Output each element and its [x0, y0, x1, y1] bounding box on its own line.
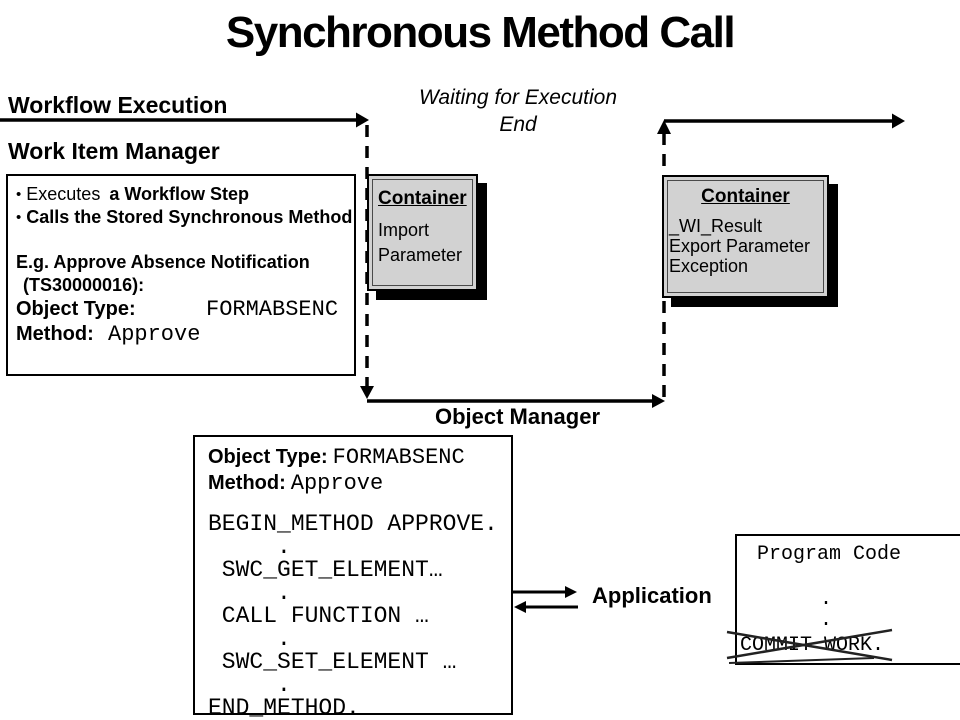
container-title: Container: [701, 186, 790, 207]
lane-object-manager: Object Manager: [434, 404, 601, 429]
workflow-execution-arrow: [0, 112, 369, 128]
bullet-calls: • Calls the Stored Synchronous Method: [16, 206, 352, 229]
object-type-value: FORMABSENC: [332, 445, 465, 470]
application-return-arrow: [514, 601, 578, 613]
bullet-executes: • Executes a Workflow Step: [16, 183, 346, 206]
execution-continues-arrow: [664, 113, 905, 129]
code-line: CALL FUNCTION …: [208, 603, 429, 629]
method-row: Method:Approve: [208, 471, 511, 497]
example-line2: (TS30000016):: [23, 275, 145, 295]
import-container-box: Container Import Parameter: [367, 174, 478, 291]
object-type-row: Object Type:FORMABSENC: [208, 445, 511, 471]
code-line: SWC_GET_ELEMENT…: [208, 557, 443, 583]
waiting-note: Waiting for Execution End: [385, 84, 651, 138]
arrowhead-up-icon: [657, 120, 671, 134]
program-code-title: Program Code: [757, 543, 902, 566]
bullet-icon: •: [16, 209, 22, 226]
container-item: Export Parameter: [669, 236, 811, 256]
method-label: Method:: [16, 323, 94, 345]
method-value: Approve: [108, 322, 201, 347]
code-line: .: [208, 672, 291, 698]
code-line: BEGIN_METHOD APPROVE.: [208, 511, 498, 537]
bullet-icon: •: [16, 186, 22, 203]
page-title: Synchronous Method Call: [225, 8, 736, 57]
method-row: Method: Approve: [16, 322, 346, 347]
arrowhead-down-icon: [360, 386, 374, 399]
waiting-note-line1: Waiting for Execution: [418, 86, 618, 109]
commit-work-line: COMMIT WORK.: [740, 634, 885, 657]
code-line: .: [208, 626, 291, 652]
code-ellipsis-dot: .: [820, 588, 833, 611]
container-items: Import Parameter: [369, 218, 476, 268]
code-ellipsis-dot: .: [820, 609, 833, 632]
code-line: END_METHOD.: [208, 695, 360, 720]
waiting-note-line2: End: [499, 113, 537, 136]
method-value: Approve: [290, 471, 384, 496]
code-line: .: [208, 580, 291, 606]
lane-work-item-manager: Work Item Manager: [8, 138, 220, 164]
lane-workflow-execution: Workflow Execution: [8, 92, 228, 118]
work-item-manager-box: • Executes a Workflow Step • Calls the St…: [6, 174, 356, 376]
object-type-row: Object Type: FORMABSENC: [16, 297, 346, 322]
method-code-box: Object Type:FORMABSENC Method:Approve BE…: [193, 435, 513, 720]
example-line1: E.g. Approve Absence Notification: [16, 252, 310, 272]
method-label: Method:: [208, 472, 286, 494]
container-item: Parameter: [378, 245, 463, 265]
code-line: SWC_SET_ELEMENT …: [208, 649, 457, 675]
object-type-label: Object Type:: [208, 446, 328, 468]
object-type-label: Object Type:: [16, 298, 136, 320]
bullet-calls-bold: Calls the Stored Synchronous Method: [26, 207, 353, 227]
arrowhead-right-icon: [892, 113, 905, 129]
arrowhead-right-icon: [652, 394, 665, 408]
lane-application: Application: [592, 583, 712, 608]
container-item: Exception: [669, 256, 749, 276]
container-items: _WI_Result Export Parameter Exception: [664, 216, 827, 276]
arrowhead-left-icon: [514, 601, 526, 613]
container-item: _WI_Result: [669, 216, 763, 236]
arrowhead-right-icon: [356, 112, 369, 128]
bullet-executes-normal: Executes: [26, 184, 101, 204]
object-type-value: FORMABSENC: [206, 297, 339, 322]
application-call-arrow: [513, 586, 577, 598]
object-manager-arrow: [367, 394, 665, 408]
arrowhead-right-icon: [565, 586, 577, 598]
program-code-box: Program Code . . COMMIT WORK.: [735, 534, 960, 665]
bullet-executes-bold: a Workflow Step: [109, 184, 250, 204]
code-line: .: [208, 534, 291, 560]
container-item: Import: [378, 220, 430, 240]
container-title: Container: [378, 188, 467, 209]
result-container-box: Container _WI_Result Export Parameter Ex…: [662, 175, 829, 298]
